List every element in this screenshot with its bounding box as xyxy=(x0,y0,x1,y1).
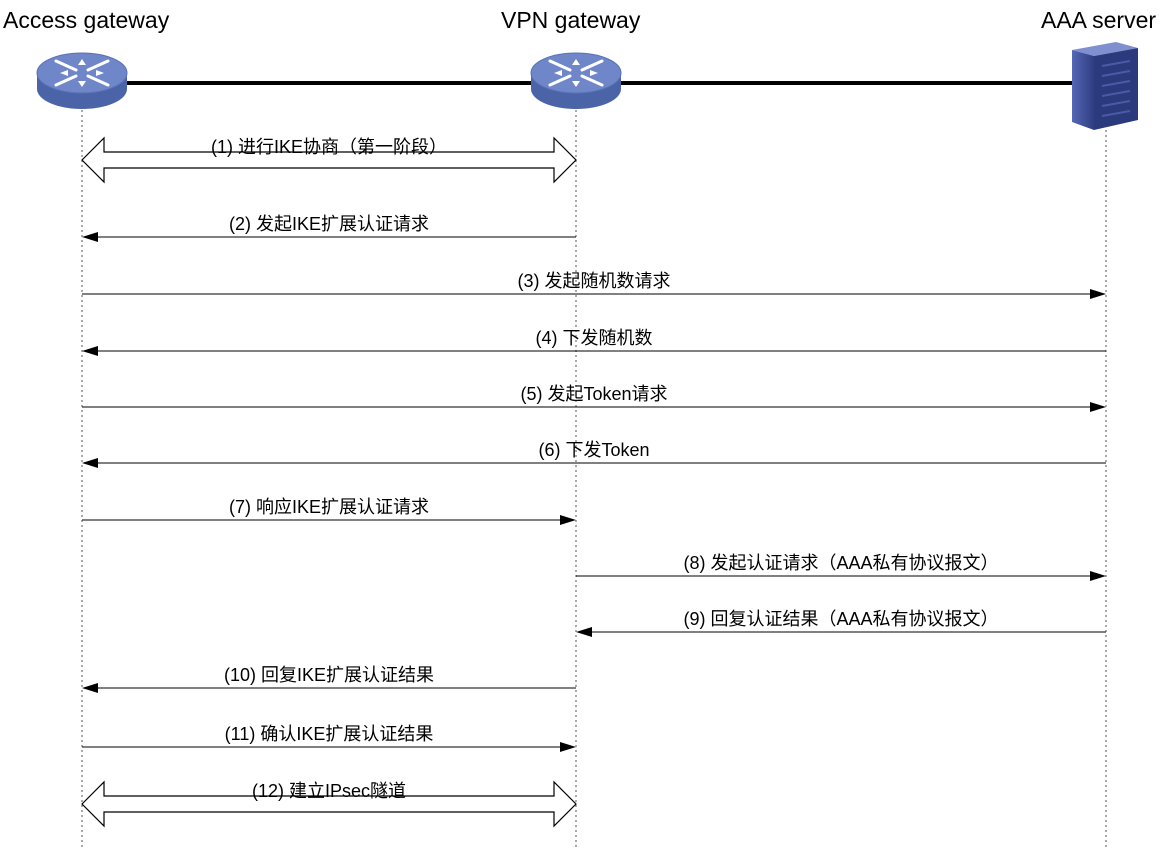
message-arrows xyxy=(81,136,1106,828)
message-label-11: (11) 确认IKE扩展认证结果 xyxy=(224,724,434,744)
message-arrow-7 xyxy=(82,515,576,525)
message-label-1: (1) 进行IKE协商（第一阶段） xyxy=(210,137,448,157)
message-label-4: (4) 下发随机数 xyxy=(535,328,653,348)
participant-name-vpn: VPN gateway xyxy=(501,7,641,33)
message-arrow-11 xyxy=(82,742,576,752)
message-arrow-6 xyxy=(82,458,1106,468)
message-label-6: (6) 下发Token xyxy=(538,440,650,460)
server-icon xyxy=(1072,42,1138,130)
router-icon xyxy=(36,52,128,109)
participant-name-aaa: AAA server xyxy=(1041,7,1157,33)
message-arrow-1 xyxy=(81,136,577,184)
message-label-2: (2) 发起IKE扩展认证请求 xyxy=(228,214,430,234)
message-label-7: (7) 响应IKE扩展认证请求 xyxy=(228,497,430,517)
participant-name-access: Access gateway xyxy=(3,7,170,33)
participant-icons xyxy=(36,42,1138,130)
message-arrow-8 xyxy=(576,571,1106,581)
message-arrow-2 xyxy=(82,232,576,242)
message-label-10: (10) 回复IKE扩展认证结果 xyxy=(223,665,435,685)
message-label-8: (8) 发起认证请求（AAA私有协议报文） xyxy=(683,553,999,573)
message-arrow-5 xyxy=(82,402,1106,412)
message-label-3: (3) 发起随机数请求 xyxy=(517,271,671,291)
message-label-5: (5) 发起Token请求 xyxy=(520,384,668,404)
message-arrow-3 xyxy=(82,289,1106,299)
message-label-9: (9) 回复认证结果（AAA私有协议报文） xyxy=(683,609,999,629)
router-icon xyxy=(530,52,622,109)
lifelines xyxy=(81,110,1107,848)
message-arrow-4 xyxy=(82,346,1106,356)
message-label-12: (12) 建立IPsec隧道 xyxy=(251,781,407,801)
message-arrow-10 xyxy=(82,683,576,693)
message-arrow-12 xyxy=(81,780,577,828)
message-arrow-9 xyxy=(576,627,1106,637)
